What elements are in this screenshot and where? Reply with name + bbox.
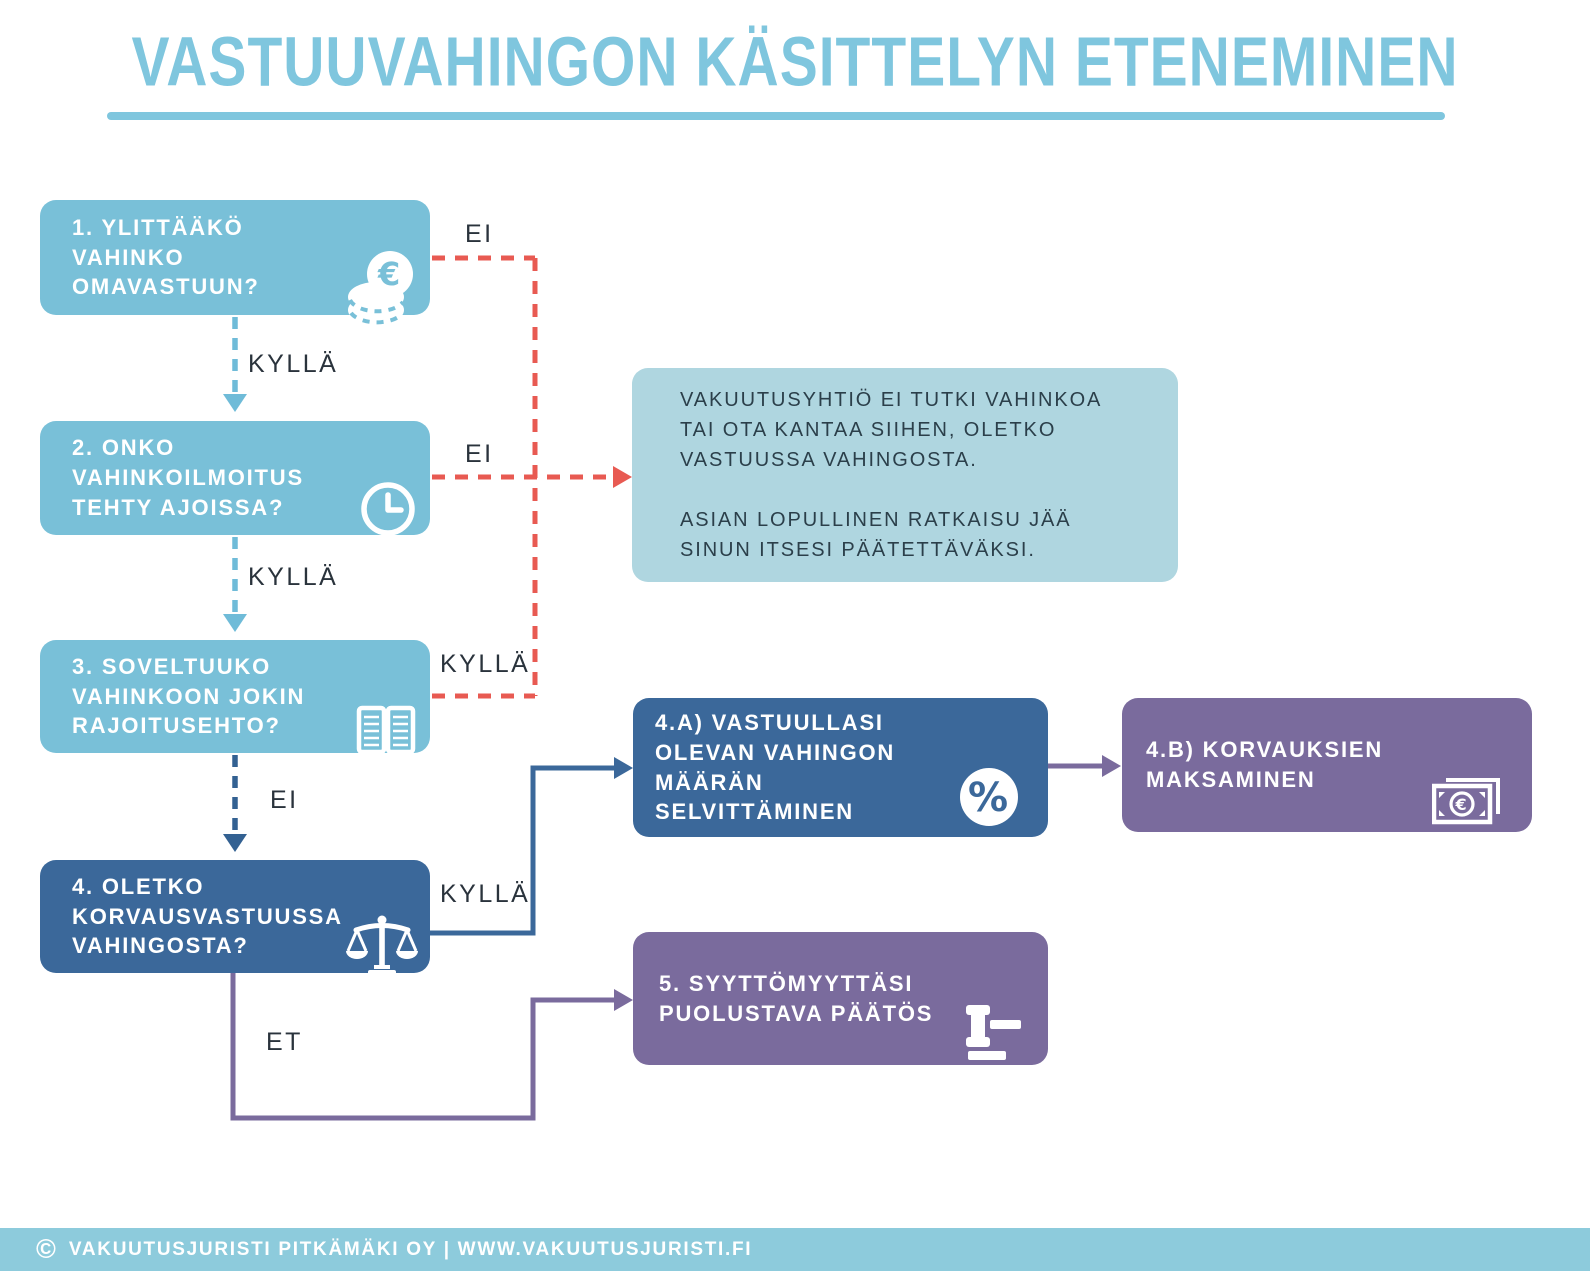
gavel-icon bbox=[961, 973, 1023, 1060]
step1-label: 1. YLITTÄÄKÖ VAHINKO OMAVASTUUN? bbox=[72, 214, 260, 300]
svg-text:%: % bbox=[968, 775, 1010, 821]
footer-bar: © VAKUUTUSJURISTI PITKÄMÄKI OY | WWW.VAK… bbox=[0, 1228, 1590, 1271]
title-underline bbox=[107, 112, 1445, 120]
copyright-icon: © bbox=[36, 1234, 56, 1264]
page-title: VASTUUVAHINGON KÄSITTELYN ETENEMINEN bbox=[131, 23, 1459, 102]
rejection-branch-lines bbox=[432, 255, 612, 699]
edge-label-step3-yes: KYLLÄ bbox=[440, 650, 531, 678]
step3-label: 3. SOVELTUUKO VAHINKOON JOKIN RAJOITUSEH… bbox=[72, 653, 306, 739]
edge-label-step1-no: EI bbox=[465, 220, 494, 248]
footer-text: VAKUUTUSJURISTI PITKÄMÄKI OY | WWW.VAKUU… bbox=[68, 1238, 753, 1260]
svg-text:€: € bbox=[377, 255, 402, 293]
step5-label: 5. SYYTTÖMYYTTÄSI PUOLUSTAVA PÄÄTÖS bbox=[659, 970, 934, 1026]
edge-label-step4-yes: KYLLÄ bbox=[440, 880, 531, 908]
flow-box-step4b: 4.B) KORVAUKSIEN MAKSAMINEN € bbox=[1122, 698, 1532, 832]
edge-step4-yes-line bbox=[430, 765, 614, 936]
percent-icon: % bbox=[960, 738, 1018, 826]
edge-step3-no-arrowhead bbox=[223, 834, 247, 852]
flow-box-step1: 1. YLITTÄÄKÖ VAHINKO OMAVASTUUN? € bbox=[40, 200, 430, 325]
step4-label: 4. OLETKO KORVAUSVASTUUSSA VAHINGOSTA? bbox=[72, 873, 343, 959]
clock-icon bbox=[360, 451, 416, 536]
info-box-text: VAKUUTUSYHTIÖ EI TUTKI VAHINKOA TAI OTA … bbox=[680, 389, 1103, 561]
flow-box-step4: 4. OLETKO KORVAUSVASTUUSSA VAHINGOSTA? bbox=[40, 860, 430, 983]
edge-step4a-step4b-arrowhead bbox=[1102, 755, 1121, 777]
svg-text:€: € bbox=[1455, 795, 1469, 814]
step4b-label: 4.B) KORVAUKSIEN MAKSAMINEN bbox=[1146, 737, 1384, 792]
flow-box-step3: 3. SOVELTUUKO VAHINKOON JOKIN RAJOITUSEH… bbox=[40, 640, 430, 755]
edge-info-arrowhead bbox=[613, 466, 632, 488]
edge-label-step3-no: EI bbox=[270, 786, 299, 814]
step4a-label: 4.A) VASTUULLASI OLEVAN VAHINGON MÄÄRÄN … bbox=[655, 709, 896, 825]
euro-coins-icon: € bbox=[346, 220, 418, 325]
edge-step4-yes-arrowhead bbox=[614, 757, 633, 779]
edge-step4-no-arrowhead bbox=[614, 989, 633, 1011]
flow-box-step5: 5. SYYTTÖMYYTTÄSI PUOLUSTAVA PÄÄTÖS bbox=[633, 932, 1048, 1065]
edge-label-step2-yes: KYLLÄ bbox=[248, 563, 339, 591]
edge-step4-no-line bbox=[230, 971, 614, 1121]
step2-label: 2. ONKO VAHINKOILMOITUS TEHTY AJOISSA? bbox=[72, 435, 304, 520]
edge-label-step1-yes: KYLLÄ bbox=[248, 350, 339, 378]
banknote-icon: € bbox=[1431, 740, 1504, 825]
scales-icon bbox=[346, 884, 418, 983]
flow-box-step2: 2. ONKO VAHINKOILMOITUS TEHTY AJOISSA? bbox=[40, 421, 430, 536]
edge-step1-yes-arrowhead bbox=[223, 394, 247, 412]
open-book-icon bbox=[355, 674, 417, 755]
info-box: VAKUUTUSYHTIÖ EI TUTKI VAHINKOA TAI OTA … bbox=[632, 368, 1178, 582]
flow-box-step4a: 4.A) VASTUULLASI OLEVAN VAHINGON MÄÄRÄN … bbox=[633, 698, 1048, 837]
edge-step2-yes-arrowhead bbox=[223, 614, 247, 632]
edge-label-step4-no: ET bbox=[266, 1028, 303, 1056]
edge-label-step2-no: EI bbox=[465, 440, 494, 468]
